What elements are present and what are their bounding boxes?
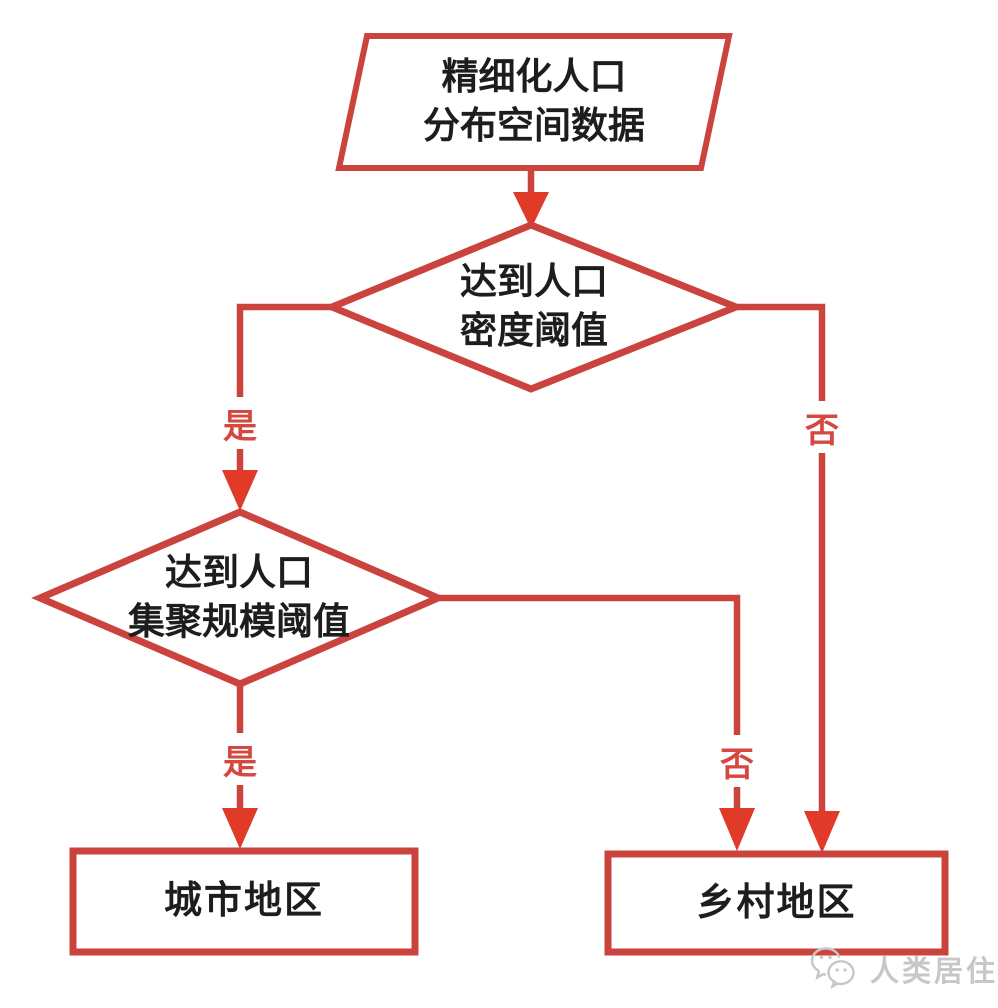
edge-label-density-yes: 是 — [212, 397, 268, 449]
decision1-diamond-shape — [322, 221, 746, 393]
watermark-text: 人类居住 — [870, 956, 998, 988]
edge-label-density-no: 否 — [794, 401, 850, 453]
edge-label-scale-yes: 是 — [212, 733, 268, 785]
rural-rect-shape — [604, 850, 949, 956]
arrowhead-start-to-decision1 — [513, 192, 549, 229]
arrowhead-decision1-no — [804, 811, 840, 853]
edge-label-density-yes-text: 是 — [223, 407, 257, 446]
edge-label-scale-no-text: 否 — [720, 745, 754, 784]
arrowhead-decision1-yes — [222, 470, 258, 511]
wechat-icon — [810, 947, 855, 990]
edge-label-density-no-text: 否 — [805, 411, 839, 450]
arrowhead-decision2-no — [719, 808, 755, 851]
urban-rect-shape — [69, 847, 419, 956]
edge-label-scale-yes-text: 是 — [223, 743, 257, 782]
connector-decision1-no — [736, 303, 826, 814]
connector-decision2-no — [438, 594, 741, 810]
start-parallelogram-shape — [335, 33, 733, 171]
decision2-diamond-shape — [31, 508, 447, 688]
arrowhead-decision2-yes — [222, 808, 258, 849]
edge-label-scale-no: 否 — [709, 735, 765, 787]
watermark: 人类居住 — [810, 940, 998, 998]
